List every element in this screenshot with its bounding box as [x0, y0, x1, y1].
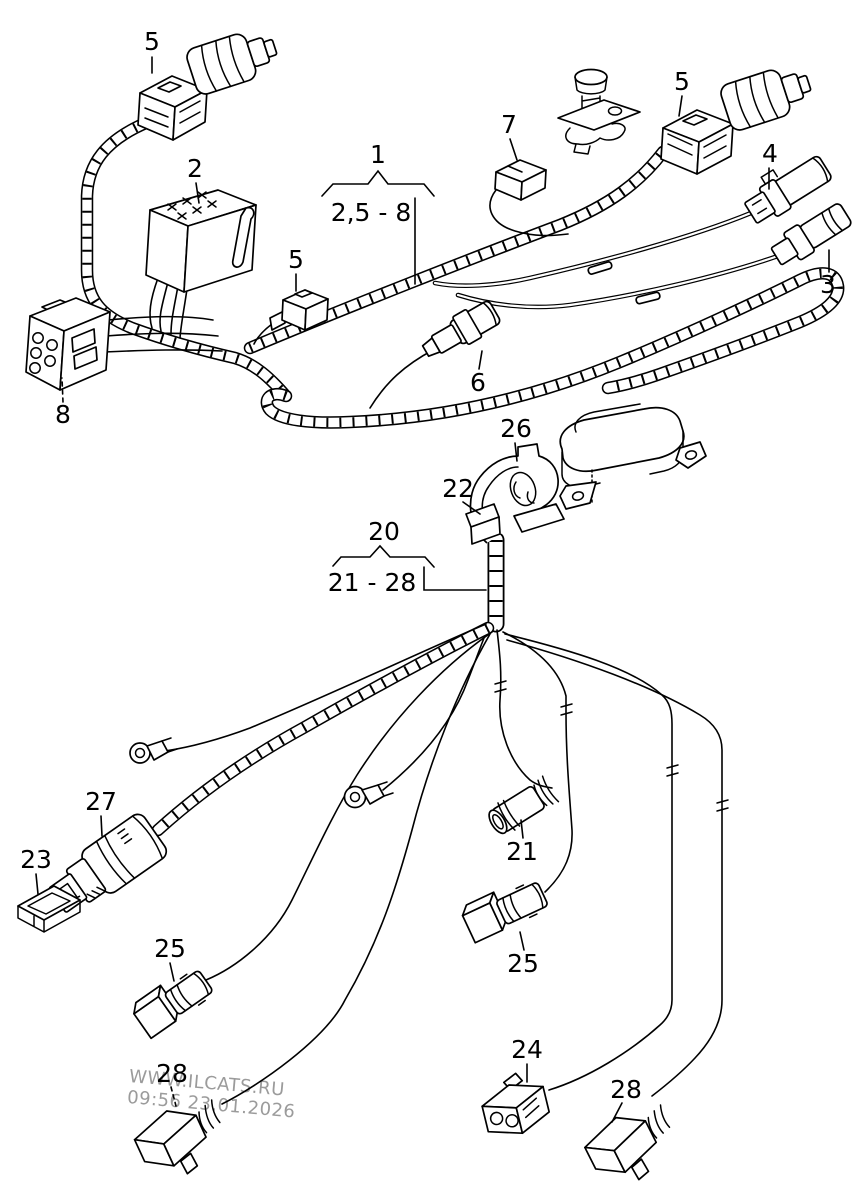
sensor-top-left [186, 33, 278, 95]
connector-24 [481, 1072, 551, 1135]
connector-3 [770, 203, 852, 266]
wire-ferrules [587, 261, 661, 305]
callout-25-right: 25 [507, 949, 539, 978]
connector-5-top-left [137, 75, 208, 141]
connector-28-left [133, 1099, 221, 1175]
callout-group-20-brace [332, 544, 435, 568]
callout-27: 27 [85, 787, 117, 816]
callout-group-1-brace [321, 169, 435, 197]
callout-23: 23 [20, 845, 52, 874]
bulb-holder-25-right [461, 882, 548, 944]
callout-7: 7 [501, 110, 517, 139]
lower-harness-wires [164, 623, 729, 1105]
bracket-22 [465, 503, 501, 545]
callout-group-1-number: 1 [370, 140, 386, 169]
connector-2 [145, 189, 257, 293]
connector-4 [744, 155, 832, 224]
clip-23 [17, 885, 81, 933]
callout-24: 24 [511, 1035, 543, 1064]
connector-8 [25, 297, 111, 391]
callout-2: 2 [187, 154, 203, 183]
connector-5-middle [269, 289, 329, 331]
connector-28-right [584, 1104, 671, 1181]
callout-group-1-range: 2,5 - 8 [331, 198, 412, 227]
callout-group-20-range: 21 - 28 [328, 568, 417, 597]
connector-5-right [660, 109, 734, 175]
callout-26: 26 [500, 414, 532, 443]
bolt-clamp [557, 68, 641, 155]
callouts: 5 2 1 2,5 - 8 7 5 4 3 5 6 8 26 [20, 27, 836, 1123]
callout-3: 3 [820, 270, 836, 299]
ring-terminal-left [129, 737, 178, 764]
ring-terminal-center [343, 781, 394, 809]
callout-group-20-number: 20 [368, 517, 400, 546]
callout-6: 6 [470, 368, 486, 397]
callout-21: 21 [506, 837, 538, 866]
callout-28-left: 28 [156, 1059, 188, 1088]
pin-marks [167, 191, 217, 220]
connector-6 [421, 300, 501, 358]
upper-harness-wires [103, 189, 781, 409]
callout-28-right: 28 [610, 1075, 642, 1104]
sensor-right [720, 69, 812, 131]
clip-7 [494, 159, 547, 201]
relay-box [559, 403, 707, 510]
callout-5-middle: 5 [288, 245, 304, 274]
lower-harness-tubes [151, 531, 505, 837]
callout-5-top-left: 5 [144, 27, 160, 56]
callout-4: 4 [762, 139, 778, 168]
callout-8: 8 [55, 400, 71, 429]
bulb-socket-21 [488, 775, 560, 835]
bulb-holder-25-left [133, 970, 213, 1040]
callout-25-left: 25 [154, 934, 186, 963]
callout-22: 22 [442, 474, 474, 503]
callout-5-right: 5 [674, 67, 690, 96]
